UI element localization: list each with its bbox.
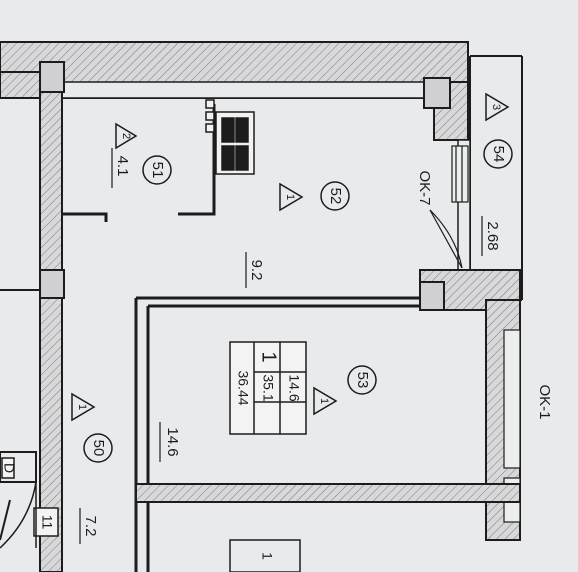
room-53-id: 53 — [354, 372, 371, 389]
room-52-area: 9.2 — [248, 260, 265, 281]
room-50-circle — [83, 433, 113, 463]
area-7-2: 7.2 — [82, 516, 99, 537]
room-51-triangle-num: 2 — [120, 133, 132, 139]
code-11-box — [33, 507, 59, 537]
room-51-triangle — [115, 122, 138, 150]
door-swing — [0, 457, 37, 549]
code-11: 11 — [39, 515, 55, 530]
room-51-circle — [142, 155, 172, 185]
apt-total-area: 36.44 — [235, 370, 251, 405]
left-wall — [39, 61, 63, 572]
lower-table-digit: 1 — [259, 552, 275, 560]
room-51-id: 51 — [149, 162, 166, 179]
room-51-area: 4.1 — [114, 156, 131, 177]
top-wall-inner — [59, 81, 437, 99]
apt-living-area: 14.6 — [286, 374, 302, 401]
room-54-id: 54 — [490, 146, 507, 163]
apt-usable-area: 35.1 — [260, 374, 276, 401]
left-column-top — [39, 61, 65, 93]
right-column-mid — [419, 281, 445, 311]
lower-table-frame — [229, 539, 301, 572]
room-53-triangle-num: 1 — [318, 398, 330, 404]
room-50-triangle-num: 1 — [76, 404, 88, 410]
room-52-id: 52 — [327, 188, 344, 205]
room-54-circle — [483, 139, 513, 169]
door-mark: D — [1, 463, 17, 473]
top-right-column — [423, 77, 451, 109]
room-52-circle — [320, 181, 350, 211]
room-52-triangle — [279, 182, 304, 212]
room-50-triangle — [71, 392, 96, 422]
window-ok1-label: OK-1 — [536, 384, 553, 419]
room-54-triangle — [485, 92, 510, 122]
room-53-circle — [347, 365, 377, 395]
room-54-area: 2.68 — [484, 221, 501, 250]
stove-fixture — [205, 99, 255, 175]
bottom-wall — [135, 483, 521, 503]
left-column-mid — [39, 269, 65, 299]
room-52-triangle-num: 1 — [284, 194, 296, 200]
room-54-triangle-num: 3 — [490, 104, 502, 110]
window-ok7-door — [429, 145, 469, 269]
bathroom-partitions — [62, 104, 216, 222]
apt-rooms-count: 1 — [258, 351, 280, 362]
apartment-table — [229, 341, 307, 435]
room-50-area: 14.6 — [164, 427, 181, 456]
room-50-id: 50 — [90, 440, 107, 457]
room-53-triangle — [313, 386, 338, 416]
window-ok7-label: OK-7 — [416, 170, 433, 205]
